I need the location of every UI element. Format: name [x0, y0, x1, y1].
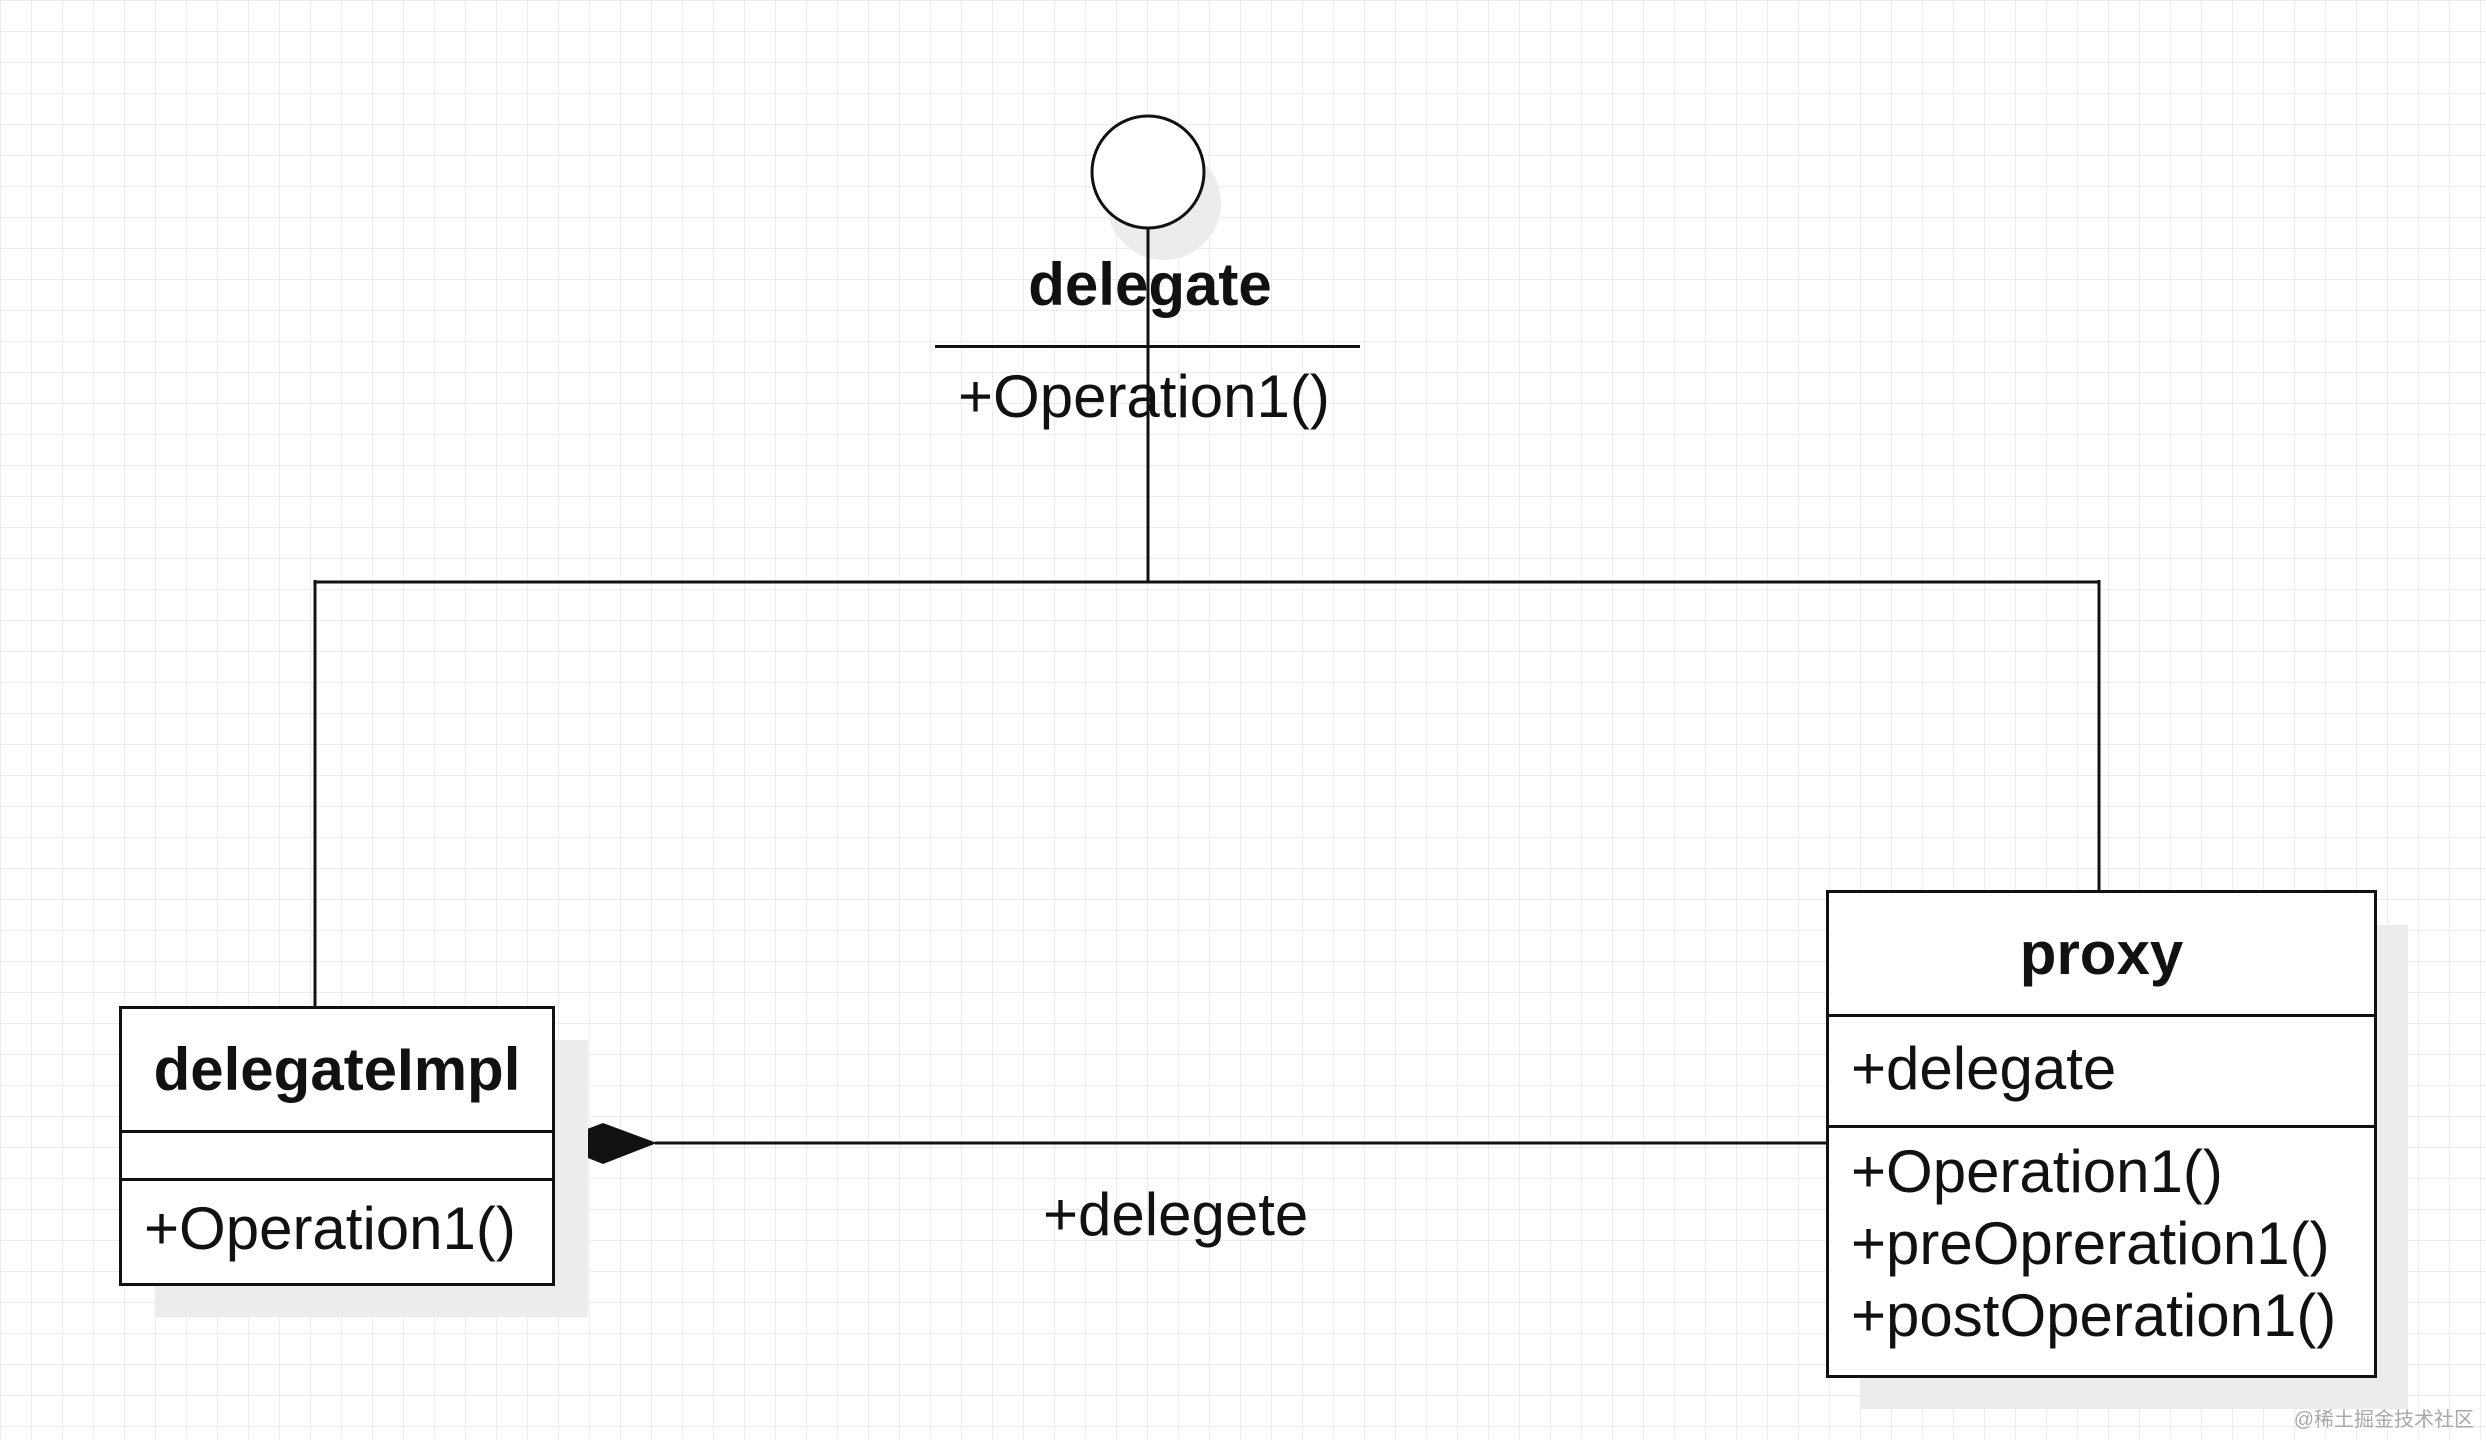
- proxy-operation: +postOperation1(): [1851, 1282, 2337, 1349]
- proxy-operation: +Operation1(): [1851, 1138, 2223, 1205]
- class-name-proxy: proxy: [1829, 893, 2374, 1017]
- interface-divider: [935, 345, 1360, 348]
- interface-operation: +Operation1(): [958, 363, 1330, 430]
- association-label: +delegete: [1043, 1181, 1309, 1248]
- class-box-delegateimpl[interactable]: delegateImpl +Operation1(): [119, 1006, 555, 1286]
- proxy-attributes-section: +delegate: [1829, 1017, 2374, 1128]
- watermark-text: @稀土掘金技术社区: [2293, 1409, 2474, 1431]
- interface-lollipop-icon[interactable]: [1090, 114, 1206, 230]
- interface-name: delegate: [1028, 251, 1272, 318]
- class-box-proxy[interactable]: proxy +delegate +Operation1() +preOprera…: [1826, 890, 2377, 1378]
- delegateimpl-attributes-section: [122, 1133, 552, 1181]
- class-name-delegateimpl: delegateImpl: [122, 1009, 552, 1133]
- delegateimpl-operation: +Operation1(): [144, 1195, 516, 1262]
- delegateimpl-operations-section: +Operation1(): [122, 1181, 552, 1281]
- proxy-operation: +preOpreration1(): [1851, 1210, 2330, 1277]
- proxy-operations-section: +Operation1() +preOpreration1() +postOpe…: [1829, 1128, 2374, 1375]
- proxy-attribute: +delegate: [1851, 1035, 2117, 1102]
